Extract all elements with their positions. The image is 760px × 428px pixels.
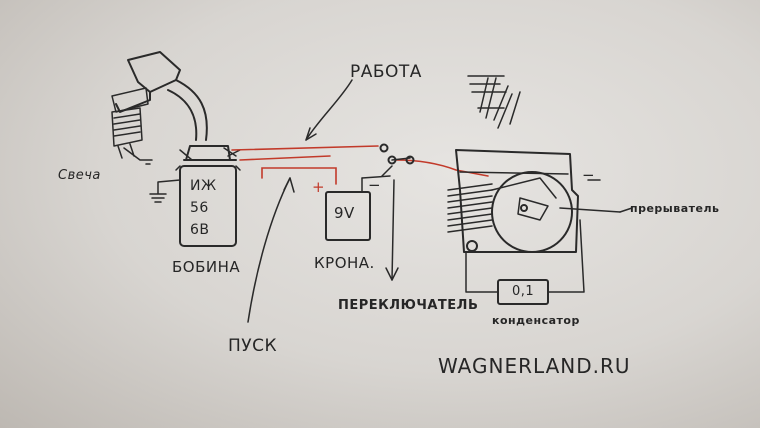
label-preryvatel: прерыватель — [630, 202, 720, 215]
breaker-drawing — [447, 75, 621, 253]
label-kondensator: конденсатор — [492, 314, 580, 327]
battery-minus-sign: − — [368, 176, 382, 194]
battery-voltage-label: 9V — [334, 204, 355, 222]
coil-label-line-3: 6В — [190, 222, 210, 238]
pointer-arrows — [247, 79, 633, 323]
condenser-drawing — [465, 219, 585, 305]
breaker-minus-sign: − — [582, 166, 596, 184]
label-pereklyuchatel: ПЕРЕКЛЮЧАТЕЛЬ — [338, 298, 479, 313]
label-bobina: БОБИНА — [172, 258, 241, 276]
coil-label-line-2: 56 — [190, 200, 209, 216]
condenser-value-label: 0,1 — [512, 284, 535, 299]
selector-switch-drawing — [379, 143, 415, 177]
label-krona: КРОНА. — [314, 254, 375, 272]
battery-drawing — [325, 175, 391, 241]
label-pusk: ПУСК — [228, 336, 278, 356]
spark-plug-drawing — [111, 51, 208, 165]
watermark-text: WAGNERLAND.RU — [438, 354, 631, 378]
label-rabota: РАБОТА — [350, 62, 422, 82]
supply-wires — [231, 145, 489, 185]
coil-label-line-1: ИЖ — [190, 178, 217, 194]
battery-plus-sign: + — [312, 178, 326, 196]
ignition-coil-drawing — [149, 145, 241, 247]
label-svecha: Свеча — [58, 168, 101, 183]
